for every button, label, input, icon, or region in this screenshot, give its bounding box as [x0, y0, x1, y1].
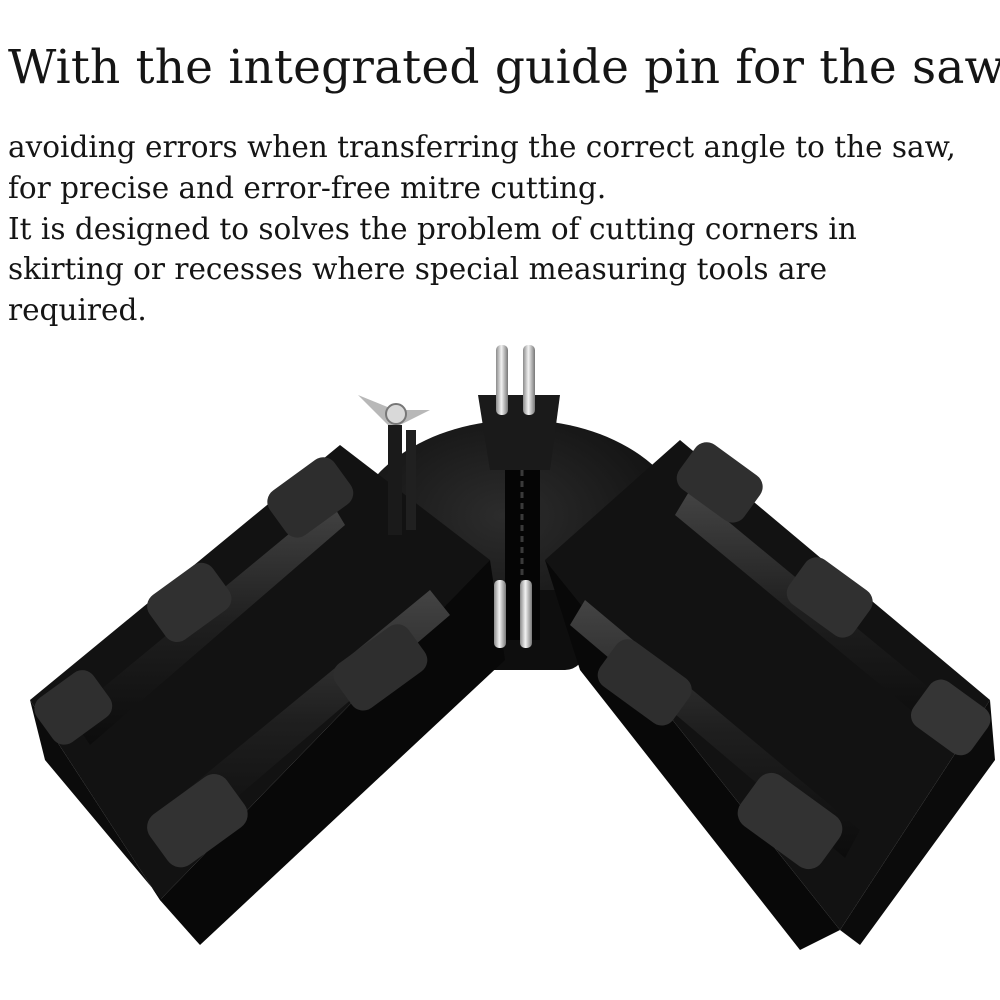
left-mitre-tray: [30, 445, 505, 945]
product-photo: [30, 345, 995, 950]
description-line: required.: [8, 293, 147, 328]
description-line: for precise and error-free mitre cutting…: [8, 170, 607, 205]
lower-guide-pins: [494, 580, 532, 648]
description-line: avoiding errors when transferring the co…: [8, 130, 956, 164]
description-line: skirting or recesses where special measu…: [8, 252, 828, 287]
right-mitre-tray: [545, 440, 995, 950]
description: avoiding errors when transferring the co…: [8, 127, 992, 331]
wing-nut-clamp: [358, 395, 430, 535]
headline: With the integrated guide pin for the sa…: [8, 40, 1000, 95]
description-line: It is designed to solves the problem of …: [8, 211, 857, 246]
top-guide-block: [478, 345, 560, 470]
